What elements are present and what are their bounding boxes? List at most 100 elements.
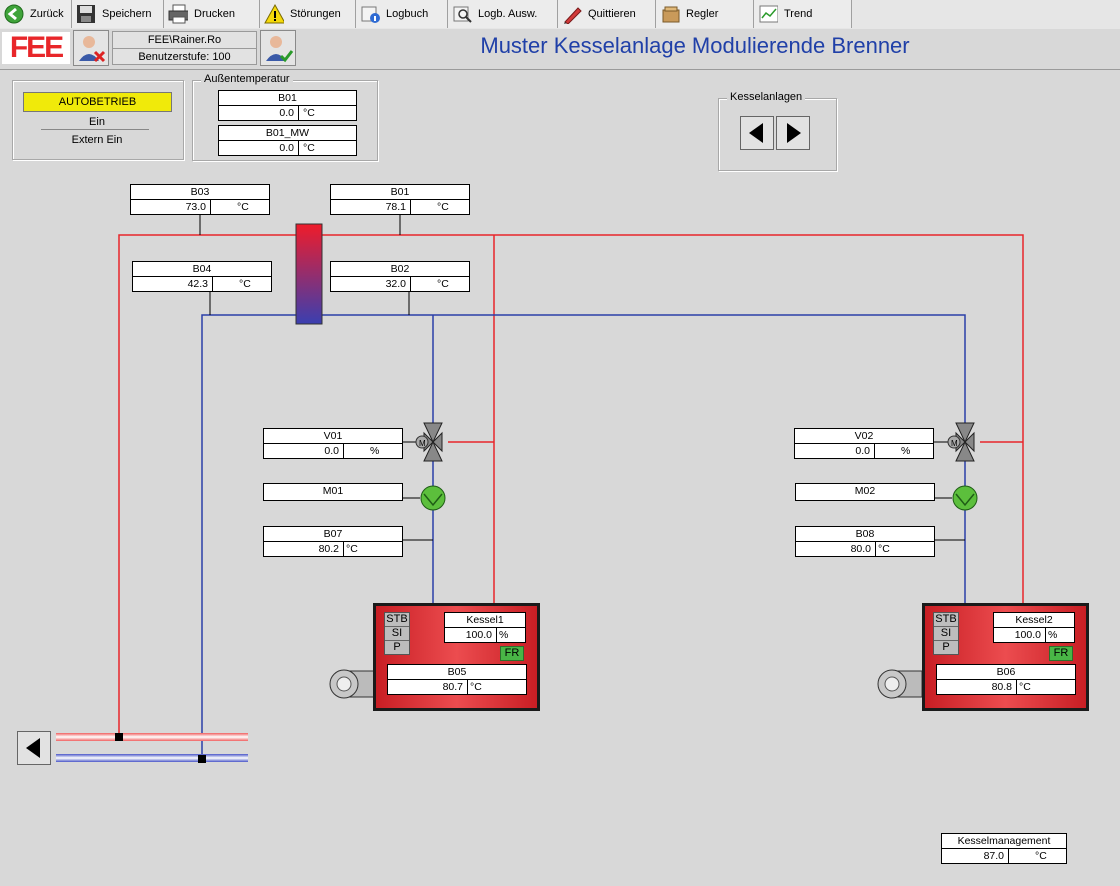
- faults-button[interactable]: Störungen: [260, 0, 356, 28]
- sensor-value: 80.0: [796, 542, 876, 556]
- sensor-b01-outdoor: B01 0.0 °C: [218, 90, 357, 121]
- flag-p: P: [393, 641, 401, 653]
- sensor-name: B05: [388, 665, 526, 680]
- burner-fan-2-icon: [877, 669, 923, 699]
- sensor-b05: B05 80.7°C: [387, 664, 527, 695]
- mixing-valve-v01-icon[interactable]: M: [415, 422, 443, 462]
- sensor-value: 32.0: [331, 277, 411, 291]
- supply-header: [56, 733, 248, 741]
- page-title: Muster Kesselanlage Modulierende Brenner: [480, 33, 910, 58]
- pump-m02-icon[interactable]: [952, 485, 978, 511]
- acknowledge-button[interactable]: Quittieren: [558, 0, 656, 28]
- trend-button[interactable]: Trend: [754, 0, 852, 28]
- logbook-eval-label: Logb. Ausw.: [478, 8, 538, 20]
- sensor-unit: °C: [303, 107, 315, 119]
- flag-stb: STB: [385, 613, 409, 627]
- boiler-value: 100.0: [445, 628, 497, 642]
- sensor-name: B08: [796, 527, 934, 542]
- arrow-left-icon: [26, 738, 40, 758]
- sensor-name: B01: [331, 185, 469, 200]
- sensor-b01-mw: B01_MW 0.0°C: [218, 125, 357, 156]
- header: FEE FEE\Rainer.Ro Benutzerstufe: 100 Mus…: [0, 29, 1120, 70]
- pump-m01-display[interactable]: M01: [263, 483, 403, 501]
- login-button[interactable]: [260, 30, 296, 66]
- valve-value: 0.0: [795, 444, 875, 458]
- pump-name: M01: [322, 485, 344, 497]
- save-button[interactable]: Speichern: [72, 0, 164, 28]
- flag-si: SI: [385, 627, 409, 641]
- toolbar: Zurück Speichern Drucken Störungen Logbu…: [0, 0, 1120, 30]
- valve-name: V01: [264, 429, 402, 444]
- valve-unit: %: [370, 445, 380, 457]
- sensor-name: B04: [133, 262, 271, 277]
- boiler-modulation: Kessel2 100.0%: [993, 612, 1075, 643]
- sensor-name: B06: [937, 665, 1075, 680]
- fee-logo: FEE: [2, 31, 70, 64]
- logbook-button[interactable]: Logbuch: [356, 0, 448, 28]
- user-level: Benutzerstufe: 100: [138, 51, 231, 63]
- sensor-name: B01: [219, 91, 356, 106]
- sensor-unit: °C: [346, 543, 358, 555]
- sensor-unit: °C: [470, 681, 482, 693]
- boiler-unit: %: [499, 629, 509, 641]
- operating-mode-panel: AUTOBETRIEB Ein Extern Ein: [12, 80, 184, 160]
- boiler-unit: %: [1048, 629, 1058, 641]
- mixing-valve-v02-icon[interactable]: M: [947, 422, 975, 462]
- print-label: Drucken: [194, 8, 235, 20]
- logbook-eval-button[interactable]: Logb. Ausw.: [448, 0, 558, 28]
- boiler-management[interactable]: Kesselmanagement 87.0°C: [941, 833, 1067, 864]
- back-to-overview-button[interactable]: [17, 731, 51, 765]
- previous-boiler-button[interactable]: [740, 116, 774, 150]
- acknowledge-pen-icon: [562, 4, 582, 24]
- boiler-flags: STB SI P: [384, 612, 410, 655]
- valve-value: 0.0: [264, 444, 344, 458]
- mode-line-extern: Extern Ein: [71, 134, 123, 146]
- burner-fan-1-icon: [329, 669, 375, 699]
- sensor-name: B02: [331, 262, 469, 277]
- back-button[interactable]: Zurück: [0, 0, 72, 28]
- svg-text:M: M: [419, 439, 426, 448]
- sensor-b01: B01 78.1 °C: [330, 184, 470, 215]
- valve-unit: %: [901, 445, 911, 457]
- print-button[interactable]: Drucken: [164, 0, 260, 28]
- return-header: [56, 754, 248, 762]
- faults-label: Störungen: [290, 8, 341, 20]
- trend-label: Trend: [784, 8, 813, 20]
- sensor-value: 0.0: [219, 106, 299, 120]
- next-boiler-button[interactable]: [776, 116, 810, 150]
- sensor-unit: °C: [303, 142, 315, 154]
- sensor-unit: °C: [239, 278, 251, 290]
- boiler-name: Kessel1: [445, 613, 525, 628]
- boiler-navigation-panel: Kesselanlagen: [718, 91, 837, 171]
- back-label: Zurück: [30, 8, 64, 20]
- sensor-b03: B03 73.0°C: [130, 184, 270, 215]
- sensor-value: 0.0: [219, 141, 299, 155]
- sensor-unit: °C: [237, 201, 249, 213]
- mode-line-ein: Ein: [89, 116, 105, 128]
- pump-m01-icon[interactable]: [420, 485, 446, 511]
- svg-text:M: M: [951, 439, 958, 448]
- user-login-icon: [266, 36, 294, 63]
- boiler-kessel2[interactable]: STB SI P Kessel2 100.0% FR B06 80.8°C: [922, 603, 1089, 711]
- boiler-name: Kessel2: [994, 613, 1074, 628]
- flag-stb: STB: [934, 613, 958, 627]
- sensor-value: 80.2: [264, 542, 344, 556]
- valve-v01-display[interactable]: V01 0.0%: [263, 428, 403, 459]
- logbook-label: Logbuch: [386, 8, 429, 20]
- sensor-value: 80.7: [388, 680, 468, 694]
- management-value: 87.0: [942, 849, 1009, 863]
- sensor-b08: B08 80.0°C: [795, 526, 935, 557]
- logout-button[interactable]: [73, 30, 109, 66]
- sensor-b07: B07 80.2°C: [263, 526, 403, 557]
- pump-m02-display[interactable]: M02: [795, 483, 935, 501]
- boiler-kessel1[interactable]: STB SI P Kessel1 100.0% FR B05 80.7°C: [373, 603, 540, 711]
- valve-v02-display[interactable]: V02 0.0%: [794, 428, 934, 459]
- sensor-value: 78.1: [331, 200, 411, 214]
- controller-button[interactable]: Regler: [656, 0, 754, 28]
- flag-p: P: [942, 641, 950, 653]
- sensor-b02: B02 32.0°C: [330, 261, 470, 292]
- release-fr-badge: FR: [1049, 646, 1073, 661]
- sensor-unit: °C: [437, 201, 449, 213]
- hydraulic-separator: [295, 223, 323, 325]
